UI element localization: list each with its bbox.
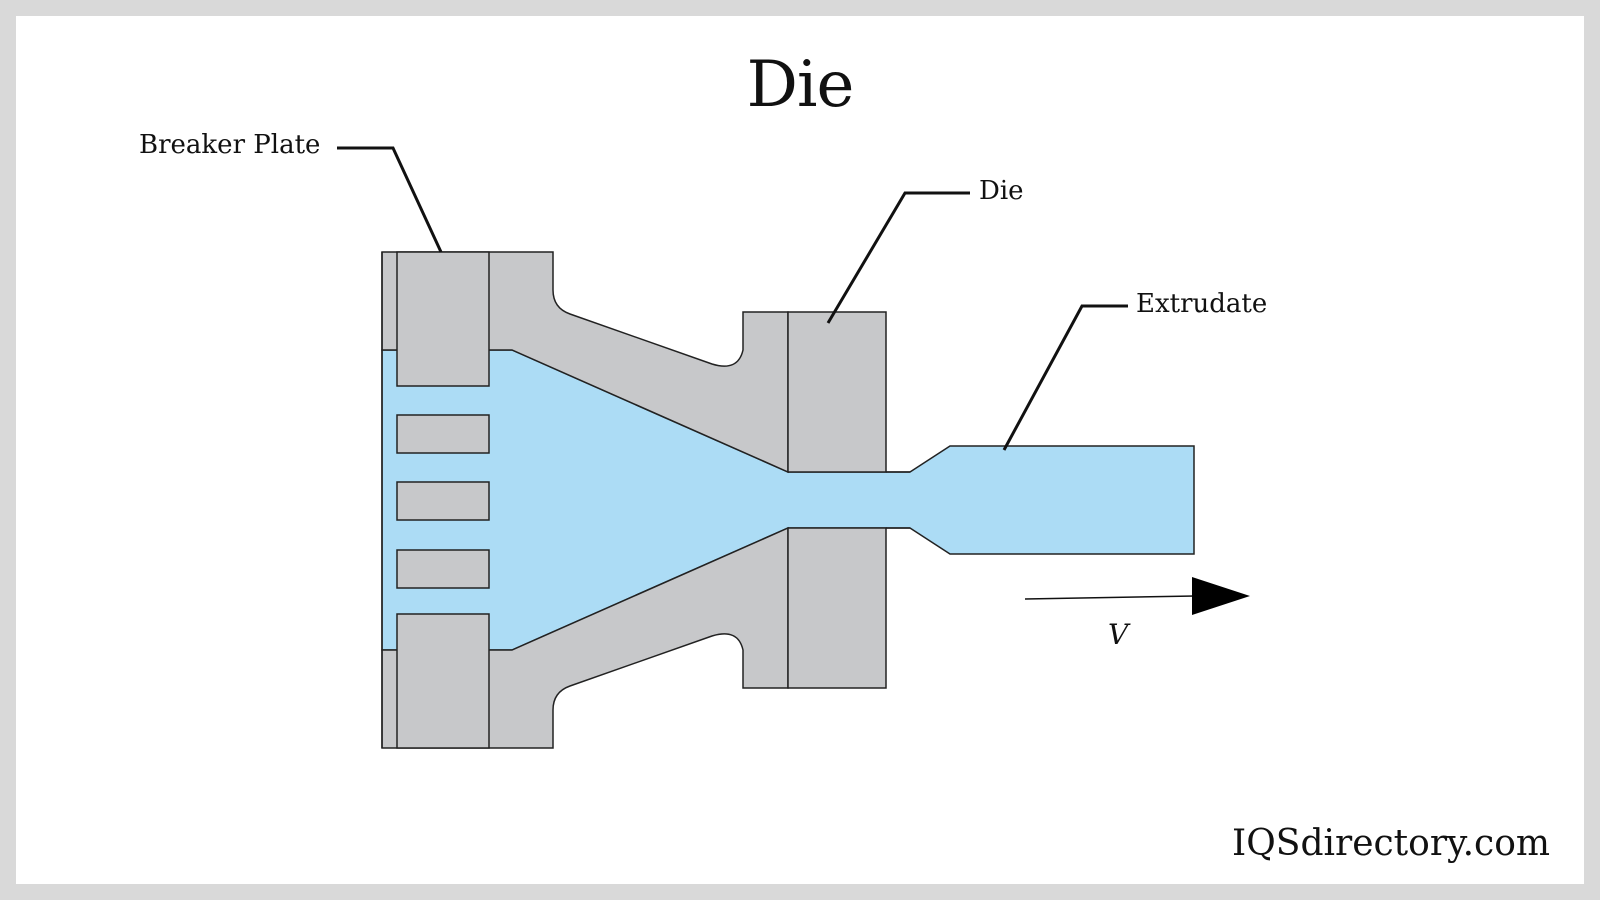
breaker-plate-bar (396, 481, 490, 521)
breaker-plate-upper (396, 251, 490, 387)
velocity-arrow-shaft (1024, 595, 1196, 600)
page-title: Die (746, 48, 855, 122)
velocity-arrow-icon (1192, 577, 1250, 615)
label-extrudate: Extrudate (1136, 289, 1268, 319)
label-die: Die (979, 176, 1024, 206)
leader-line-extrudate (1002, 304, 1128, 451)
label-velocity: V (1108, 618, 1129, 651)
die-block-lower (787, 527, 887, 689)
label-breaker-plate: Breaker Plate (139, 130, 321, 160)
leader-line-die (826, 191, 970, 324)
watermark-logo: IQSdirectory.com (1232, 823, 1550, 864)
die-block-upper (787, 311, 887, 473)
leader-line-breaker-plate (337, 146, 443, 253)
breaker-plate-bar (396, 414, 490, 454)
breaker-plate-lower (396, 613, 490, 749)
breaker-plate-bar (396, 549, 490, 589)
